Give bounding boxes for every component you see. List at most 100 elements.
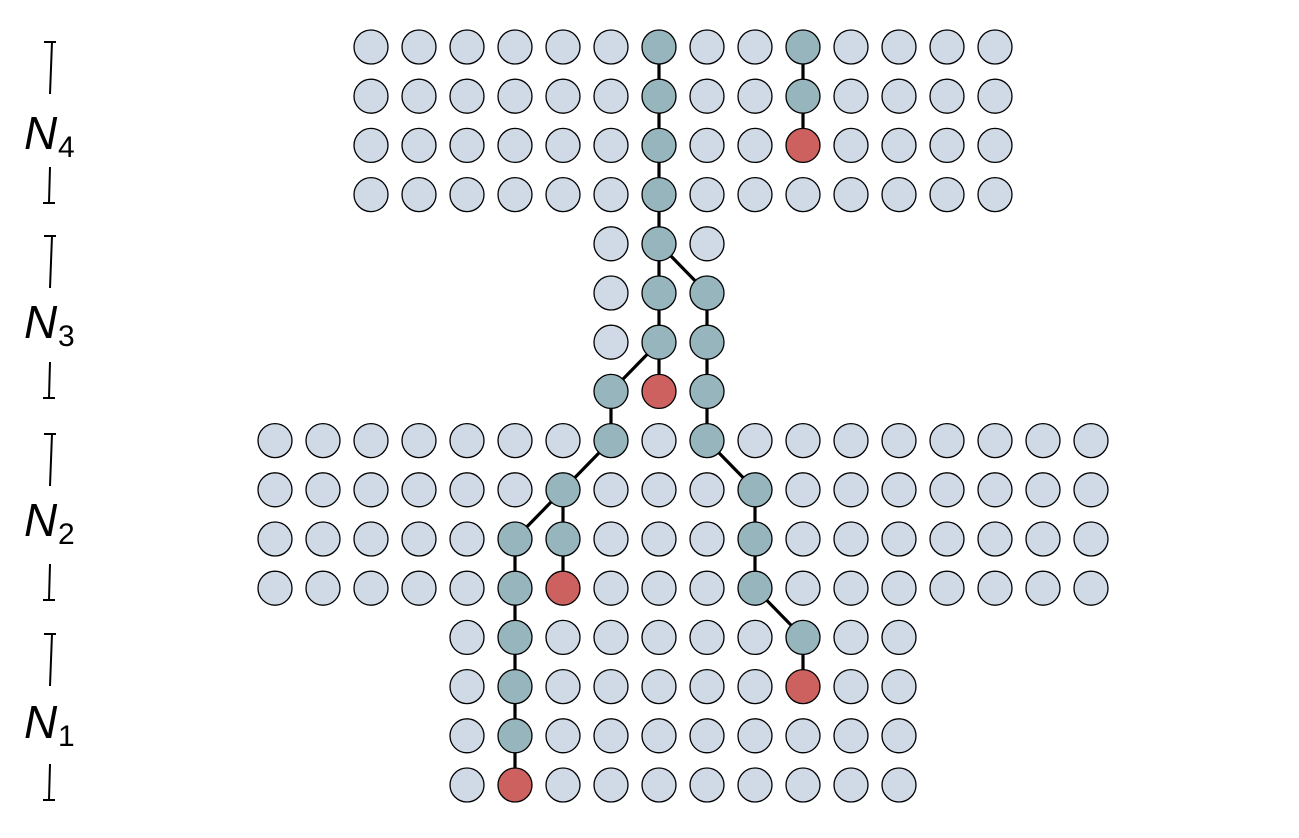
node-r10-c12 (833, 521, 869, 557)
node-r1-c13 (881, 78, 917, 114)
node-r9-c16 (1025, 472, 1061, 508)
node-r9-c3 (401, 472, 437, 508)
node-r1-c15 (977, 78, 1013, 114)
node-r8-c0 (257, 422, 293, 459)
node-r3-c6 (545, 176, 581, 213)
node-r0-c5 (497, 29, 533, 65)
node-r8-c8 (641, 422, 677, 459)
node-r11-c4 (449, 570, 485, 606)
node-r5-c7 (593, 275, 629, 311)
node-r4-c9 (689, 226, 725, 262)
bracket-top (44, 633, 56, 687)
node-r2-c13 (881, 127, 917, 164)
level-symbol: N (24, 494, 58, 546)
node-r10-c13 (881, 521, 917, 557)
node-r11-c9 (689, 570, 725, 606)
node-r8-c11 (785, 422, 821, 459)
level-symbol: N (24, 296, 58, 348)
node-r2-c15 (977, 127, 1013, 164)
node-r9-c2 (353, 472, 389, 508)
bracket-bottom (43, 166, 55, 204)
node-r11-c1 (305, 570, 341, 606)
node-r10-c14 (929, 521, 965, 557)
node-r10-c4 (449, 521, 485, 557)
node-r2-c9 (689, 127, 725, 164)
path-node-r1-c11 (785, 78, 821, 114)
node-r1-c7 (593, 78, 629, 114)
terminal-node-r11-c6 (545, 570, 581, 606)
path-node-r7-c7 (593, 373, 629, 410)
node-r9-c14 (929, 472, 965, 508)
node-r9-c7 (593, 472, 629, 508)
node-r12-c9 (689, 619, 725, 656)
node-r11-c3 (401, 570, 437, 606)
node-r11-c17 (1073, 570, 1109, 606)
node-r12-c6 (545, 619, 581, 656)
nodes (257, 29, 1109, 803)
node-r9-c11 (785, 472, 821, 508)
node-r15-c10 (737, 767, 773, 803)
bracket-bottom (43, 563, 55, 601)
node-r10-c7 (593, 521, 629, 557)
bracket-top (44, 41, 56, 95)
node-r8-c12 (833, 422, 869, 459)
node-r10-c1 (305, 521, 341, 557)
node-r10-c16 (1025, 521, 1061, 557)
level-subscript: 2 (58, 518, 75, 551)
node-r10-c2 (353, 521, 389, 557)
node-r12-c8 (641, 619, 677, 656)
node-r1-c3 (401, 78, 437, 114)
node-r12-c10 (737, 619, 773, 656)
node-r0-c12 (833, 29, 869, 65)
node-r14-c6 (545, 718, 581, 754)
node-r12-c7 (593, 619, 629, 656)
node-r4-c7 (593, 226, 629, 262)
node-r15-c13 (881, 767, 917, 803)
path-node-r5-c8 (641, 275, 677, 311)
node-r9-c17 (1073, 472, 1109, 508)
node-r2-c2 (353, 127, 389, 164)
node-r14-c12 (833, 718, 869, 754)
node-r1-c5 (497, 78, 533, 114)
path-node-r9-c6 (545, 472, 581, 508)
node-r14-c8 (641, 718, 677, 754)
node-r2-c7 (593, 127, 629, 164)
path-node-r2-c8 (641, 127, 677, 164)
node-r3-c15 (977, 176, 1013, 213)
node-r0-c2 (353, 29, 389, 65)
level-subscript: 3 (58, 320, 75, 353)
node-r2-c6 (545, 127, 581, 164)
node-r10-c17 (1073, 521, 1109, 557)
node-r8-c6 (545, 422, 581, 459)
path-node-r12-c11 (785, 619, 821, 656)
node-r9-c1 (305, 472, 341, 508)
bracket-bottom (43, 763, 55, 801)
node-r11-c11 (785, 570, 821, 606)
level-subscript: 1 (58, 720, 75, 753)
node-r8-c5 (497, 422, 533, 459)
node-r13-c12 (833, 668, 869, 705)
node-r15-c7 (593, 767, 629, 803)
node-r11-c14 (929, 570, 965, 606)
node-r13-c6 (545, 668, 581, 705)
node-r8-c17 (1073, 422, 1109, 459)
node-r1-c4 (449, 78, 485, 114)
node-r2-c3 (401, 127, 437, 164)
path-node-r6-c9 (689, 324, 725, 360)
node-r15-c8 (641, 767, 677, 803)
node-r0-c7 (593, 29, 629, 65)
path-node-r14-c5 (497, 718, 533, 754)
node-r3-c13 (881, 176, 917, 213)
bracket-top (44, 235, 56, 289)
path-node-r6-c8 (641, 324, 677, 360)
node-r13-c10 (737, 668, 773, 705)
node-r8-c16 (1025, 422, 1061, 459)
node-r3-c7 (593, 176, 629, 213)
node-r1-c12 (833, 78, 869, 114)
node-r8-c10 (737, 422, 773, 459)
node-r3-c11 (785, 176, 821, 213)
node-r11-c16 (1025, 570, 1061, 606)
node-r1-c9 (689, 78, 725, 114)
